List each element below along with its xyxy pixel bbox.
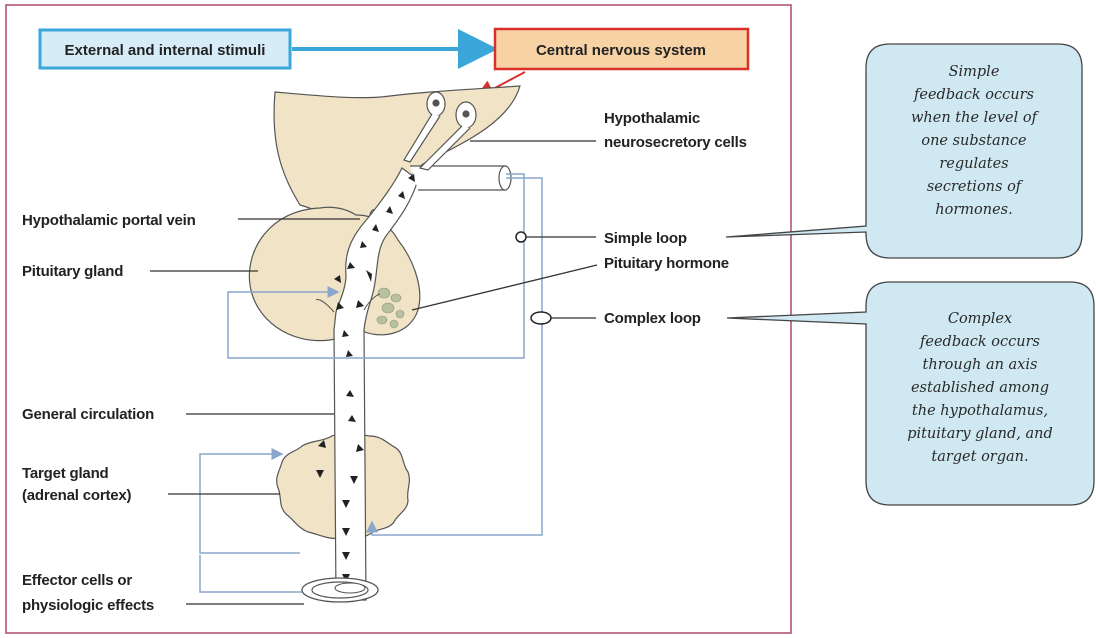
simple-note-line6: secretions of bbox=[927, 179, 1024, 195]
label-general-circulation: General circulation bbox=[22, 406, 154, 423]
simple-note-line5: regulates bbox=[939, 156, 1008, 172]
complex-feedback-callout: Complex feedback occurs through an axis … bbox=[727, 282, 1094, 505]
complex-note-line7: target organ. bbox=[931, 449, 1028, 465]
label-effector-line2: physiologic effects bbox=[22, 597, 154, 614]
label-pituitary-hormone: Pituitary hormone bbox=[604, 255, 729, 272]
cns-box-label: Central nervous system bbox=[536, 42, 706, 59]
label-pituitary-gland: Pituitary gland bbox=[22, 263, 123, 280]
complex-note-line1: Complex bbox=[948, 311, 1012, 327]
effector-cells bbox=[302, 578, 378, 602]
stimuli-box: External and internal stimuli bbox=[40, 30, 290, 68]
complex-loop-marker bbox=[531, 312, 551, 324]
label-target-gland-line2: (adrenal cortex) bbox=[22, 487, 132, 504]
simple-note-line1: Simple bbox=[949, 64, 1000, 80]
simple-note-line7: hormones. bbox=[935, 202, 1012, 218]
complex-note-line3: through an axis bbox=[923, 357, 1038, 373]
label-effector-line1: Effector cells or bbox=[22, 572, 132, 589]
label-simple-loop: Simple loop bbox=[604, 230, 687, 247]
simple-feedback-callout: Simple feedback occurs when the level of… bbox=[726, 44, 1082, 258]
complex-note-line2: feedback occurs bbox=[919, 334, 1040, 350]
cns-box: Central nervous system bbox=[495, 29, 748, 69]
simple-loop-marker bbox=[516, 232, 526, 242]
simple-note-line3: when the level of bbox=[911, 110, 1040, 126]
label-neurosecretory-line2: neurosecretory cells bbox=[604, 134, 747, 151]
label-portal-vein: Hypothalamic portal vein bbox=[22, 212, 196, 229]
label-complex-loop: Complex loop bbox=[604, 310, 701, 327]
label-target-gland-line1: Target gland bbox=[22, 465, 109, 482]
simple-note-line2: feedback occurs bbox=[913, 87, 1034, 103]
simple-note-line4: one substance bbox=[921, 133, 1026, 149]
stimuli-box-label: External and internal stimuli bbox=[65, 42, 266, 59]
complex-note-line4: established among bbox=[911, 380, 1049, 396]
complex-note-line6: pituitary gland, and bbox=[907, 426, 1053, 442]
complex-note-line5: the hypothalamus, bbox=[912, 403, 1048, 419]
label-neurosecretory-line1: Hypothalamic bbox=[604, 110, 700, 127]
